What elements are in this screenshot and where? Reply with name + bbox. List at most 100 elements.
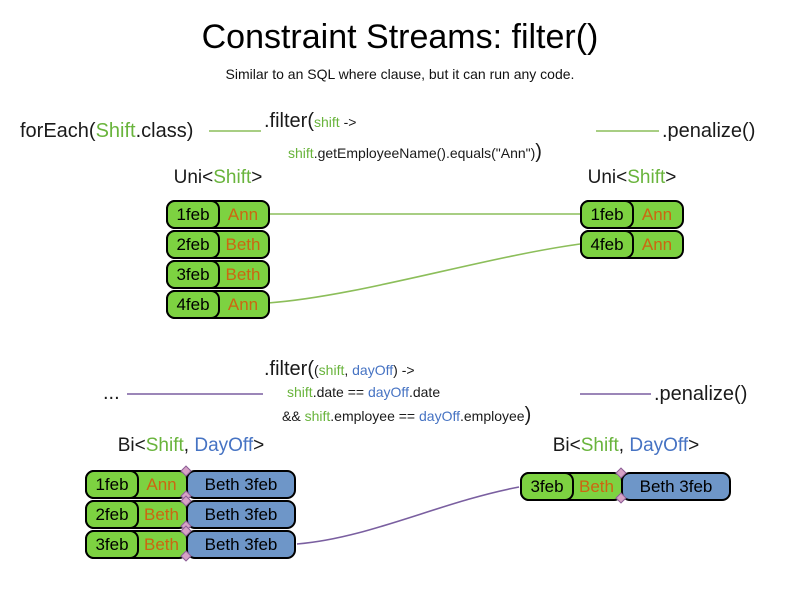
- dayoff-cell: Beth 3feb: [186, 530, 296, 559]
- code-segment: Shift: [627, 167, 666, 188]
- code-segment: Shift: [145, 435, 184, 456]
- shift-employee: Ann: [641, 234, 673, 254]
- bi-filter-line1: .filter((shift, dayOff) ->: [264, 357, 415, 382]
- bi-filter-line3: && shift.employee == dayOff.employee): [282, 403, 531, 428]
- code-segment: >: [688, 435, 700, 456]
- code-segment: >: [665, 167, 677, 188]
- code-segment: shift: [287, 384, 313, 400]
- shift-employee: Ann: [227, 294, 259, 314]
- code-segment: dayOff: [419, 408, 460, 424]
- code-segment: ->: [339, 114, 357, 130]
- code-segment: DayOff: [194, 435, 254, 456]
- code-segment: .class): [135, 120, 194, 142]
- code-segment: &&: [282, 408, 305, 424]
- bi-penalize-expression: .penalize(): [654, 382, 747, 407]
- shift-date: 4feb: [580, 230, 634, 259]
- green-match-line-4feb: [267, 243, 581, 304]
- code-segment: shift: [304, 408, 331, 424]
- code-segment: Uni<: [173, 167, 214, 188]
- code-segment: .date ==: [312, 384, 368, 400]
- code-segment: .penalize(): [654, 383, 748, 405]
- code-segment: forEach(: [20, 120, 96, 142]
- uni-right-label: Uni<Shift>: [580, 167, 684, 189]
- code-segment: shift: [288, 145, 314, 161]
- shift-employee: Beth: [579, 476, 614, 496]
- code-segment: .employee ==: [330, 408, 419, 424]
- code-segment: ): [535, 141, 542, 163]
- code-segment: .date: [408, 384, 441, 400]
- bi-filter-line2: shift.date == dayOff.date: [287, 384, 440, 402]
- shift-date: 1feb: [85, 470, 139, 499]
- code-segment: ,: [344, 362, 353, 378]
- code-segment: shift: [318, 362, 345, 378]
- code-segment: (: [314, 362, 319, 378]
- code-segment: Bi<: [117, 435, 146, 456]
- dayoff-cell: Beth 3feb: [186, 470, 296, 499]
- dayoff-cell: Beth 3feb: [186, 500, 296, 529]
- shift-date: 3feb: [520, 472, 574, 501]
- code-segment: Shift: [580, 435, 619, 456]
- shift-date: 1feb: [580, 200, 634, 229]
- code-segment: .employee: [460, 408, 525, 424]
- shift-date: 2feb: [166, 230, 220, 259]
- uni-left-label: Uni<Shift>: [166, 167, 270, 189]
- page-subtitle: Similar to an SQL where clause, but it c…: [225, 66, 575, 82]
- foreach-expression: forEach(Shift.class): [20, 119, 193, 144]
- shift-date: 3feb: [166, 260, 220, 289]
- shift-employee: Beth: [144, 534, 179, 554]
- filter-expression-line1: .filter(shift ->: [264, 109, 356, 134]
- code-segment: .filter(: [264, 110, 314, 132]
- code-segment: ,: [183, 435, 195, 456]
- shift-date: 4feb: [166, 290, 220, 319]
- code-segment: .getEmployeeName().equals("Ann"): [313, 145, 536, 161]
- filter-expression-line2: shift.getEmployeeName().equals("Ann")): [288, 140, 542, 165]
- code-segment: .penalize(): [662, 120, 756, 142]
- shift-cell: 1feb Ann: [85, 470, 188, 499]
- shift-employee: Beth: [225, 234, 261, 254]
- shift-row: 4feb Ann: [580, 230, 684, 259]
- code-segment: Uni<: [587, 167, 628, 188]
- shift-date: 3feb: [85, 530, 139, 559]
- bi-row: 1feb Ann Beth 3feb: [85, 465, 296, 502]
- code-segment: >: [251, 167, 263, 188]
- code-segment: ...: [103, 382, 120, 404]
- shift-employee: Ann: [641, 204, 673, 224]
- purple-match-line-3feb: [296, 486, 520, 545]
- shift-row: 1feb Ann: [580, 200, 684, 229]
- code-segment: dayOff: [367, 384, 409, 400]
- page-title: Constraint Streams: filter(): [201, 18, 599, 56]
- dayoff-cell: Beth 3feb: [621, 472, 731, 501]
- bi-right-label: Bi<Shift, DayOff>: [520, 435, 732, 457]
- shift-employee: Ann: [146, 474, 177, 494]
- shift-employee: Beth: [225, 264, 261, 284]
- code-segment: >: [253, 435, 265, 456]
- code-segment: dayOff: [352, 362, 394, 378]
- code-segment: shift: [314, 114, 340, 130]
- code-segment: ): [524, 404, 532, 426]
- code-segment: Bi<: [552, 435, 581, 456]
- code-segment: Shift: [213, 167, 252, 188]
- bi-source-ellipsis: ...: [103, 381, 120, 406]
- code-segment: .filter(: [264, 358, 314, 380]
- shift-employee: Ann: [227, 204, 259, 224]
- shift-date: 1feb: [166, 200, 220, 229]
- shift-row: 1feb Ann: [166, 200, 270, 229]
- shift-employee: Beth: [144, 504, 179, 524]
- code-segment: ,: [618, 435, 630, 456]
- bi-left-label: Bi<Shift, DayOff>: [85, 435, 297, 457]
- penalize-expression: .penalize(): [662, 119, 755, 144]
- shift-row: 4feb Ann: [166, 290, 270, 319]
